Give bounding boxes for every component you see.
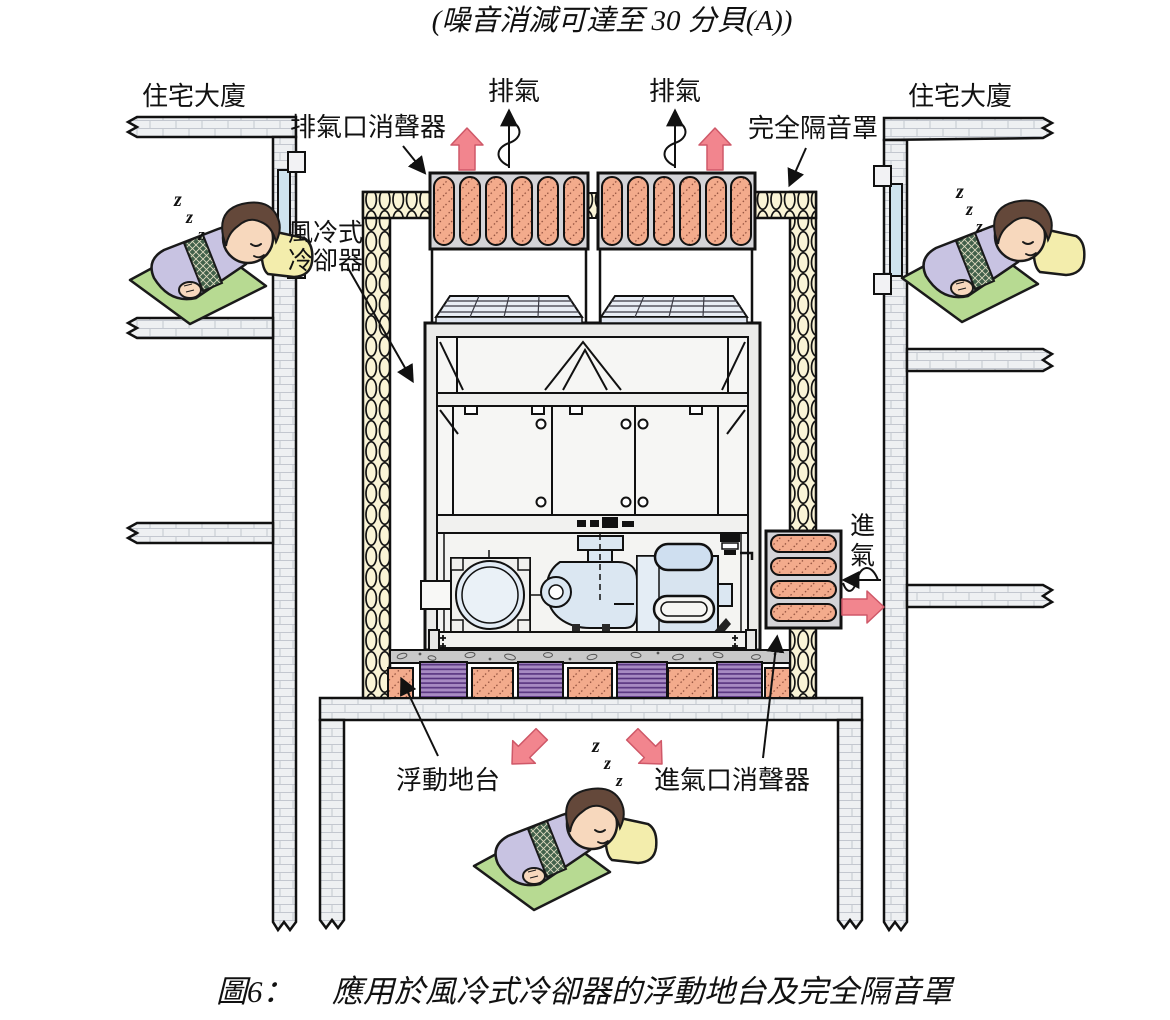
label-full-enclosure: 完全隔音罩 <box>748 114 878 143</box>
support-wall <box>836 718 864 931</box>
pump <box>540 534 638 639</box>
sleeping-resident-right <box>900 199 1086 324</box>
fan-grille-left <box>434 295 584 324</box>
fan-unit <box>420 550 554 638</box>
label-intake-top: 進 <box>850 512 875 540</box>
floor-slab <box>905 583 1055 609</box>
window <box>889 183 903 277</box>
exhaust-arrow-left <box>450 127 484 171</box>
label-building-left: 住宅大廈 <box>142 82 246 111</box>
rail-clips <box>464 405 703 415</box>
enclosure-top-left <box>361 190 434 220</box>
exhaust-ducts <box>430 249 754 323</box>
window-ledge <box>873 273 892 295</box>
window-ledge <box>287 151 306 173</box>
floor-slab <box>125 316 275 340</box>
label-exhaust-left: 排氣 <box>488 77 540 106</box>
intake-silencer-box <box>764 529 843 630</box>
z-glyph: z <box>615 771 623 790</box>
building-right <box>873 116 1055 933</box>
window-ledge <box>873 165 892 187</box>
fan-grilles <box>434 295 749 324</box>
floor-slab <box>905 347 1055 373</box>
z-glyph: z <box>955 181 964 203</box>
sleeping-resident-bottom <box>472 787 658 912</box>
floor-slab <box>125 521 275 545</box>
z-glyph: z <box>603 753 611 773</box>
z-glyph: z <box>173 189 182 211</box>
label-floating-floor: 浮動地台 <box>396 766 500 795</box>
floating-floor <box>387 649 791 699</box>
floor-slab <box>882 116 1055 142</box>
noise-arrow-left <box>499 722 554 777</box>
panel-screws <box>535 418 649 508</box>
support-wall <box>318 718 346 931</box>
isolation-pads <box>387 661 791 699</box>
zzz-right: z z z <box>955 181 983 236</box>
air-cooled-chiller <box>420 321 762 652</box>
leader-lines <box>347 145 807 759</box>
z-glyph: z <box>197 225 205 244</box>
z-glyph: z <box>591 735 600 757</box>
label-intake-silencer: 進氣口消聲器 <box>654 766 810 795</box>
label-chiller-line2: 冷卻器 <box>288 247 363 275</box>
band-fittings <box>577 517 634 528</box>
label-exhaust-right: 排氣 <box>649 77 701 106</box>
platform-slab <box>318 696 864 722</box>
intake-arrow <box>841 590 885 624</box>
fan-grille-right <box>599 295 749 324</box>
exhaust-silencer-right-box <box>596 171 757 251</box>
enclosure-wall-left <box>361 190 392 700</box>
compressor <box>636 534 754 638</box>
exhaust-silencer-left-box <box>428 171 590 251</box>
figure-caption: 應用於風冷式冷卻器的浮動地台及完全隔音罩 <box>332 974 955 1009</box>
zzz-bottom: z z z <box>591 735 623 790</box>
label-chiller-line1: 風冷式 <box>288 219 363 247</box>
z-glyph: z <box>965 199 973 219</box>
floor-slab <box>125 115 298 139</box>
sound-wave-arrows <box>497 108 881 592</box>
figure-number: 圖6： <box>216 974 294 1009</box>
enclosure-top-right <box>750 190 818 220</box>
support-platform <box>318 696 864 931</box>
top-caption: (噪音消減可達至 30 分貝(A)) <box>432 5 793 37</box>
label-building-right: 住宅大廈 <box>908 82 1012 111</box>
z-glyph: z <box>975 217 983 236</box>
label-intake-bottom: 氣 <box>850 542 875 570</box>
z-glyph: z <box>185 207 193 227</box>
access-panels <box>439 406 746 515</box>
label-exhaust-silencer: 排氣口消聲器 <box>290 113 446 142</box>
base-marks <box>440 635 738 649</box>
exhaust-arrow-right <box>698 127 732 171</box>
zzz-left: z z z <box>173 189 205 244</box>
building-wall <box>882 138 909 933</box>
